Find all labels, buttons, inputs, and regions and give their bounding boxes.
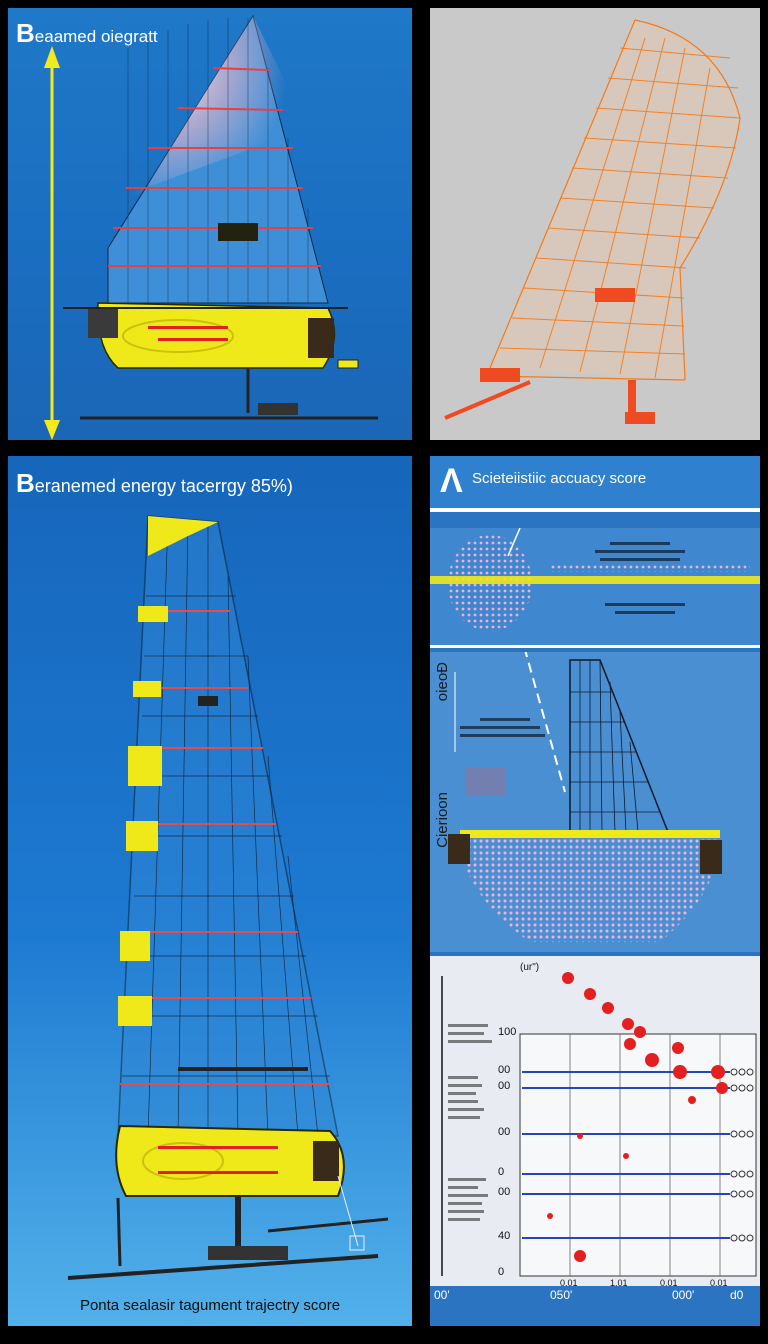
red-marker (716, 1082, 728, 1094)
panel-title: Beaamed oiegratt (16, 18, 158, 49)
panel-wing-sail-diagram: Beaamed oiegratt (8, 8, 412, 440)
panel-energy-diagram: Beranemed energy tacerrgy 85%) Ponta sea… (8, 456, 412, 1326)
x-tick-label: 0.01 (560, 1278, 578, 1288)
wireframe-sail-illustration (444, 19, 741, 424)
section-dotted-blob (430, 527, 760, 648)
y-axis-label: 0 (498, 1166, 505, 1178)
series-end-marker (746, 1170, 754, 1178)
x-tick-label: 1.01 (610, 1278, 628, 1288)
lambda-icon: Λ (440, 462, 463, 500)
x-tick-label: 0.01 (660, 1278, 678, 1288)
red-marker (645, 1053, 659, 1067)
series-end-marker (730, 1130, 738, 1138)
series-end-marker (730, 1068, 738, 1076)
title-initial: B (16, 18, 35, 48)
red-marker (562, 972, 574, 984)
section-side-label: oieoÐ (434, 662, 451, 702)
series-end-marker (738, 1170, 746, 1178)
series-end-marker (746, 1130, 754, 1138)
red-marker (673, 1065, 687, 1079)
series-end-marker (738, 1234, 746, 1242)
panel-wireframe-sail (430, 8, 760, 440)
dotted-blob-graphic (430, 527, 760, 631)
red-marker (711, 1065, 725, 1079)
x-tick-label: 0.01 (710, 1278, 728, 1288)
series-end-marker (730, 1234, 738, 1242)
red-marker (634, 1026, 646, 1038)
title-initial: B (16, 468, 35, 498)
red-marker (574, 1250, 586, 1262)
section-sail-section: oieoÐ Cierioon (430, 631, 760, 952)
series-end-marker (738, 1068, 746, 1076)
red-marker (584, 988, 596, 1000)
series-end-marker (730, 1170, 738, 1178)
series-end-marker (746, 1084, 754, 1092)
red-marker (622, 1018, 634, 1030)
y-axis-label: 00 (498, 1064, 511, 1076)
red-marker (577, 1133, 583, 1139)
x-axis-label: 00' (434, 1288, 450, 1302)
panel-accuracy-score: Λ Scieteiistiic accuacy score (430, 456, 760, 1326)
red-marker (623, 1153, 629, 1159)
x-axis-label: 050' (550, 1288, 573, 1302)
wing-sail-illustration (44, 14, 378, 440)
panel-header: Λ Scieteiistiic accuacy score (430, 456, 760, 512)
series-end-marker (730, 1190, 738, 1198)
series-end-marker (738, 1190, 746, 1198)
y-axis-label: 00 (498, 1126, 511, 1138)
red-marker (672, 1042, 684, 1054)
sail-section-graphic (448, 631, 722, 942)
series-end-marker (730, 1084, 738, 1092)
red-marker (602, 1002, 614, 1014)
scatter-plot (441, 972, 757, 1277)
red-marker (688, 1096, 696, 1104)
plot-unit-label: (ur") (520, 962, 540, 973)
red-marker (547, 1213, 553, 1219)
tall-wing-sail-illustration (67, 515, 389, 1280)
panel-title: Scieteiistiic accuacy score (472, 470, 647, 487)
section-side-label: Cierioon (434, 792, 451, 848)
x-axis-label: d0 (730, 1288, 744, 1302)
y-axis-label: 100 (498, 1026, 517, 1038)
y-axis-label: 00 (498, 1080, 511, 1092)
panel-caption: Ponta sealasir tagument trajectry score (79, 1297, 341, 1314)
series-end-marker (738, 1084, 746, 1092)
y-axis-label: 00 (498, 1186, 511, 1198)
series-end-marker (746, 1068, 754, 1076)
y-axis-label: 0 (498, 1266, 505, 1278)
title-text: eaamed oiegratt (34, 27, 158, 46)
x-axis-label: 000' (672, 1288, 695, 1302)
series-end-marker (746, 1234, 754, 1242)
y-axis-label: 40 (498, 1230, 511, 1242)
series-end-marker (746, 1190, 754, 1198)
panel-title: Beranemed energy tacerrgy 85%) (16, 468, 293, 499)
series-end-marker (738, 1130, 746, 1138)
title-text: eranemed energy tacerrgy 85%) (34, 476, 293, 496)
red-marker (624, 1038, 636, 1050)
